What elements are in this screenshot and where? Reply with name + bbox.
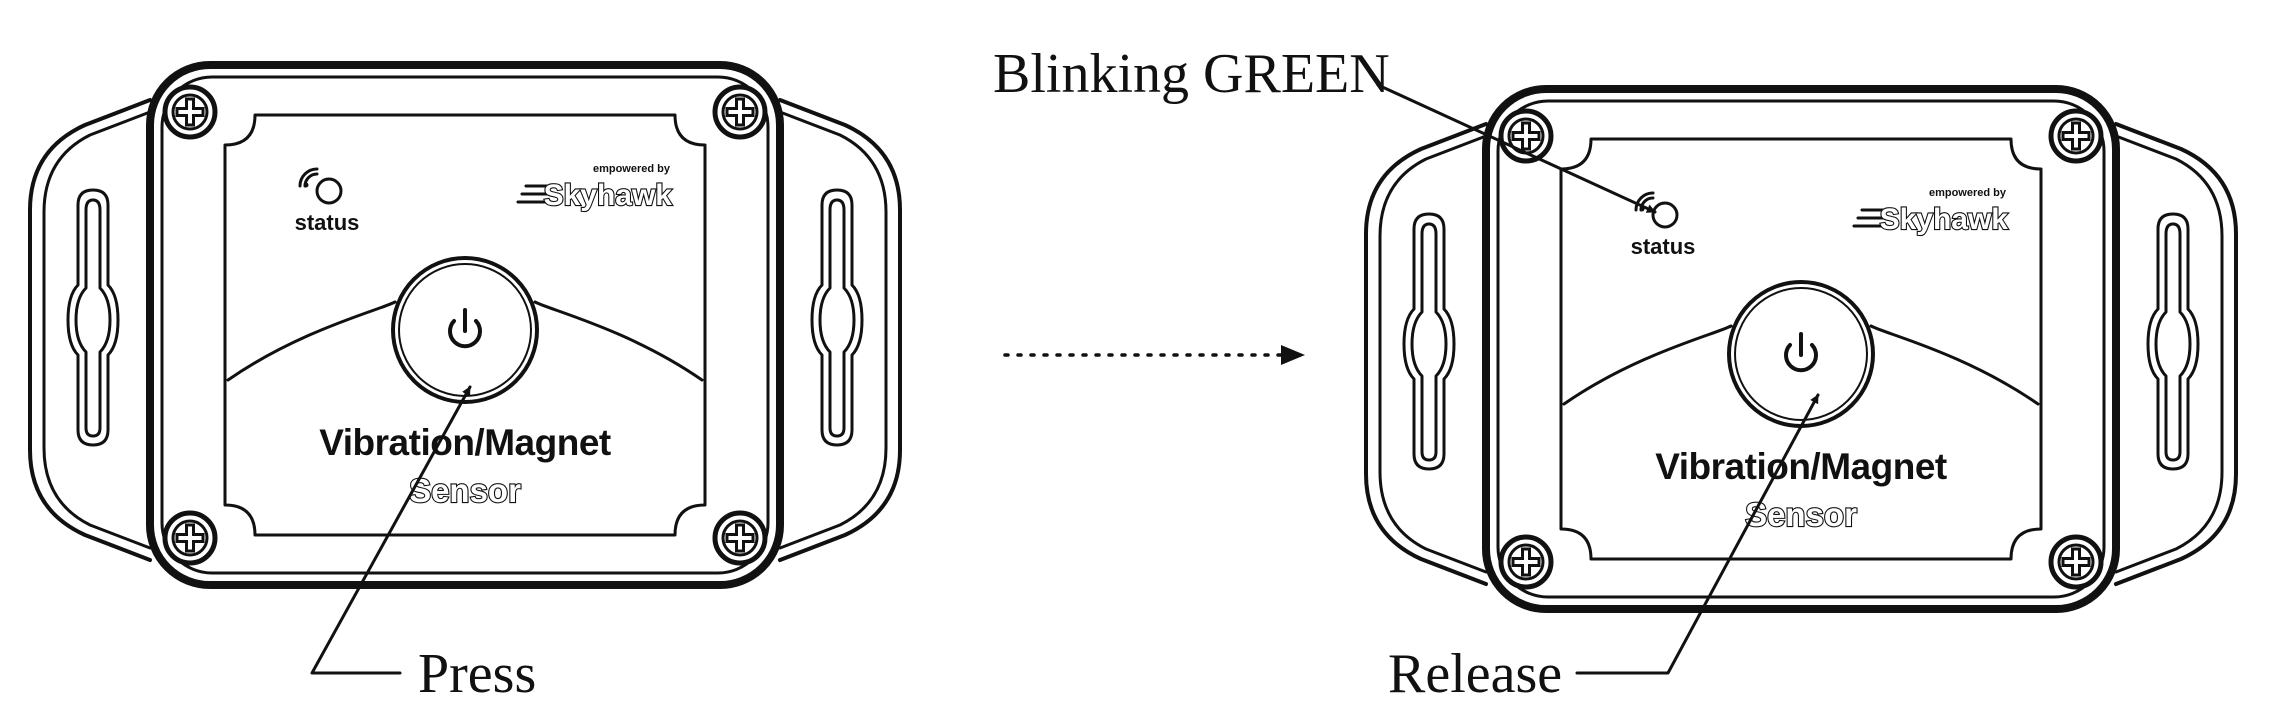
brand-logo: empowered by Skyhawk <box>516 163 673 213</box>
mounting-ear-right <box>2114 122 2238 586</box>
screw-icon <box>715 87 765 137</box>
power-icon <box>448 308 482 349</box>
power-button[interactable] <box>1727 280 1875 428</box>
dome-arc <box>1562 324 2040 406</box>
brand-logo: empowered by Skyhawk <box>1852 187 2009 237</box>
dome-arc <box>226 300 704 382</box>
led-callout-label: Blinking GREEN <box>993 43 1390 105</box>
label-panel <box>223 113 707 537</box>
sensor-housing <box>1482 85 2120 613</box>
brand-name: Skyhawk <box>544 179 673 212</box>
power-button[interactable] <box>391 256 539 404</box>
mounting-ear-left <box>1364 122 1488 586</box>
status-led <box>298 167 343 205</box>
product-name-line2: Sensor <box>1745 496 1857 533</box>
screw-icon <box>165 87 215 137</box>
status-led <box>1634 191 1679 229</box>
mounting-ear-right <box>778 98 902 562</box>
sensor-device-press: status empowered by Skyhawk Vibration/Ma… <box>28 61 902 589</box>
led-callout: Blinking GREEN <box>993 43 1657 214</box>
status-label: status <box>295 210 360 235</box>
power-icon <box>1784 332 1818 373</box>
screw-icon <box>2051 111 2101 161</box>
press-label: Press <box>418 643 536 705</box>
screw-icon <box>165 513 215 563</box>
brand-tagline: empowered by <box>593 163 671 175</box>
sensor-housing <box>146 61 784 589</box>
led-pointer-arrow <box>1376 83 1657 214</box>
status-label: status <box>1631 234 1696 259</box>
press-pointer-arrow <box>310 385 472 675</box>
sensor-device-release: status empowered by Skyhawk Vibration/Ma… <box>1364 85 2238 613</box>
label-panel <box>1559 137 2043 561</box>
product-name-line1: Vibration/Magnet <box>319 422 611 463</box>
release-callout: Release <box>1388 393 1820 705</box>
brand-tagline: empowered by <box>1929 187 2007 199</box>
product-name-line2: Sensor <box>409 472 521 509</box>
screw-icon <box>2051 537 2101 587</box>
brand-name: Skyhawk <box>1880 203 2009 236</box>
screw-icon <box>1501 537 1551 587</box>
mounting-ear-left <box>28 98 152 562</box>
product-name-line1: Vibration/Magnet <box>1655 446 1947 487</box>
release-label: Release <box>1388 643 1562 705</box>
led-indicator-icon <box>315 177 343 205</box>
screw-icon <box>715 513 765 563</box>
release-pointer-arrow <box>1575 393 1820 675</box>
press-callout: Press <box>310 385 536 705</box>
led-indicator-icon <box>1651 201 1679 229</box>
